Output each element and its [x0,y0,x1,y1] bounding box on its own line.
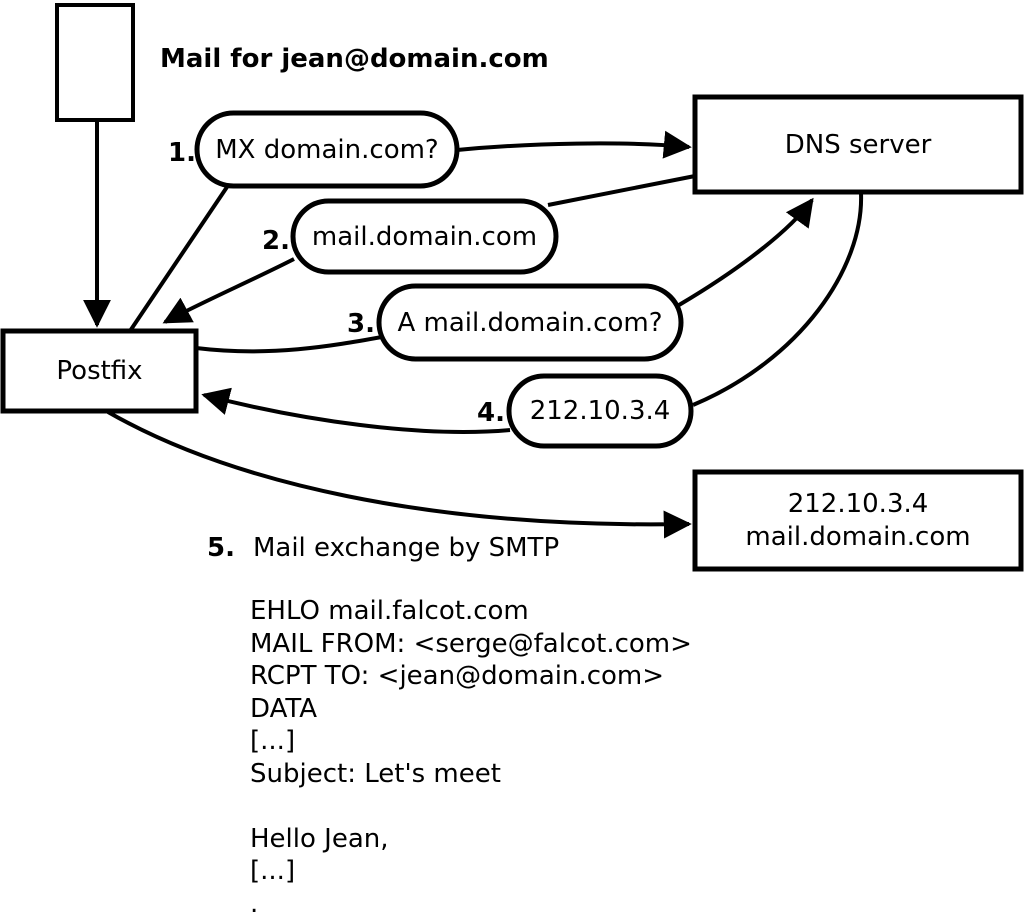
mail-server-node-label: 212.10.3.4 mail.domain.com [695,472,1021,569]
pill-mx-reply-shape [290,198,559,275]
smtp-line-terminator: . [250,888,259,919]
step-3-label: A mail.domain.com? [397,307,663,338]
arrow-mx-reply-to-postfix [162,257,295,324]
arrow-mx-query-to-dns [456,130,692,159]
step-4-label: 212.10.3.4 [529,396,671,426]
mail-server-box-shape [692,469,1024,572]
smtp-line-ehlo: EHLO mail.falcot.com [250,596,529,626]
pill-mx-query-shape [194,110,460,189]
smtp-line-blank [250,790,692,823]
envelope-shape [55,3,135,122]
smtp-session-block: EHLO mail.falcot.com MAIL FROM: <serge@f… [250,595,692,919]
step-4-number: 4. [477,398,505,428]
pill-a-reply-shape [506,373,694,449]
smtp-line-data: DATA [250,693,317,724]
dns-box-shape [692,94,1024,195]
smtp-line-rcpt-to: RCPT TO: <jean@domain.com> [250,661,665,691]
pill-a-query-shape [376,283,684,362]
smtp-line-mail-from: MAIL FROM: <serge@falcot.com> [250,628,692,659]
arrow-a-reply-to-postfix [201,387,511,434]
smtp-line-ellipsis1: [...] [250,726,296,756]
line-dns-to-a-reply [692,192,864,407]
smtp-line-subject: Subject: Let's meet [250,758,501,789]
step-2-label: mail.domain.com [311,221,538,252]
arrow-a-query-to-dns [677,197,814,307]
mail-server-ip: 212.10.3.4 [787,488,929,519]
line-dns-to-mx-reply [547,174,696,207]
dns-node-label: DNS server [784,129,932,160]
mail-server-hostname: mail.domain.com [745,521,971,552]
step-2-number: 2. [262,226,290,256]
mail-note: Mail for jean@domain.com [160,44,549,74]
line-postfix-to-mx-query [128,185,229,333]
step-5-number: 5. [207,533,235,563]
arrow-postfix-to-mail-server [107,410,692,539]
postfix-box-shape [0,328,199,414]
step-3-number: 3. [347,309,375,339]
smtp-line-ellipsis2: [...] [250,856,296,886]
smtp-line-greeting: Hello Jean, [250,823,389,854]
step-1-label: MX domain.com? [215,134,439,165]
postfix-node-label: Postfix [56,356,143,386]
step-1-number: 1. [168,138,196,168]
step-5-label: Mail exchange by SMTP [252,533,560,563]
line-postfix-to-a-query [195,335,383,354]
step-5-row: 5. Mail exchange by SMTP [207,535,559,561]
